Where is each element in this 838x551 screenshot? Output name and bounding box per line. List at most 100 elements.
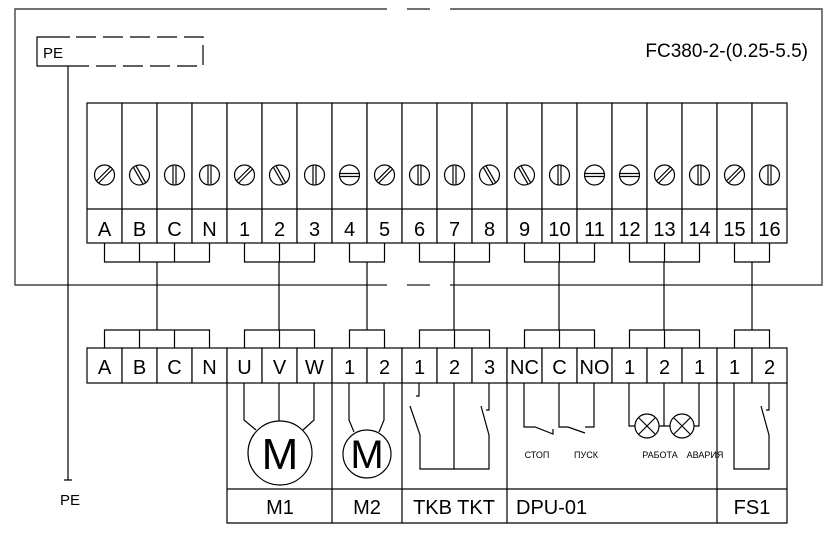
screw-icon[interactable] <box>650 161 678 189</box>
upper-terminal[interactable]: 6 <box>401 102 438 244</box>
lower-terminal[interactable]: NC <box>506 347 543 384</box>
lower-terminal[interactable]: B <box>121 347 158 384</box>
terminal-label: 6 <box>414 219 425 241</box>
terminal-label: 1 <box>344 357 355 379</box>
terminal-label: 8 <box>484 219 495 241</box>
terminal-cell <box>646 347 683 384</box>
screw-icon[interactable] <box>443 164 466 186</box>
screw-icon[interactable] <box>230 161 258 189</box>
terminal-label: N <box>202 219 216 241</box>
upper-terminal[interactable]: 1 <box>226 102 263 244</box>
screw-icon[interactable] <box>338 164 361 186</box>
device-panels: M1 M2 TKB TKT DPU-01 FS1 M M СТОП ПУСК Р… <box>226 383 788 524</box>
upper-terminal[interactable]: 11 <box>576 102 613 244</box>
terminal-label: 1 <box>729 357 740 379</box>
lower-terminal[interactable]: C <box>156 347 193 384</box>
lower-terminal[interactable]: 1 <box>681 347 718 384</box>
upper-terminal[interactable]: 8 <box>471 102 508 244</box>
terminal-label: 3 <box>484 357 495 379</box>
screw-icon[interactable] <box>266 161 293 188</box>
screw-icon[interactable] <box>476 161 503 188</box>
screw-icon[interactable] <box>618 164 641 186</box>
terminal-label: 14 <box>688 219 710 241</box>
screw-icon[interactable] <box>198 164 221 186</box>
terminal-label: B <box>133 219 146 241</box>
terminal-label: NO <box>580 357 610 379</box>
upper-terminal[interactable]: 9 <box>506 102 543 244</box>
screw-icon[interactable] <box>548 164 571 186</box>
lower-terminal[interactable]: U <box>226 347 263 384</box>
upper-terminal[interactable]: 12 <box>611 102 648 244</box>
lower-terminal[interactable]: C <box>541 347 578 384</box>
upper-terminal[interactable]: A <box>86 102 123 244</box>
terminal-cell <box>541 102 578 244</box>
screw-icon[interactable] <box>511 161 538 188</box>
upper-terminal[interactable]: 5 <box>366 102 403 244</box>
upper-terminal[interactable]: 13 <box>646 102 683 244</box>
screw-icon[interactable] <box>720 161 748 189</box>
lower-terminal[interactable]: N <box>191 347 228 384</box>
lower-terminal[interactable]: 1 <box>401 347 438 384</box>
lower-terminal[interactable]: NO <box>576 347 613 384</box>
upper-terminal[interactable]: 10 <box>541 102 578 244</box>
screw-icon[interactable] <box>163 164 186 186</box>
upper-terminal[interactable]: 14 <box>681 102 718 244</box>
terminal-cell <box>436 102 473 244</box>
lower-terminal[interactable]: A <box>86 347 123 384</box>
upper-terminal[interactable]: B <box>121 102 158 244</box>
device-label-fs1: FS1 <box>734 497 771 519</box>
terminal-label: 1 <box>239 219 250 241</box>
bus-connection <box>733 243 771 348</box>
lower-terminal[interactable]: V <box>261 347 298 384</box>
motor-m2-symbol: M <box>350 433 383 477</box>
terminal-label: C <box>167 357 181 379</box>
lower-terminal[interactable]: 2 <box>646 347 683 384</box>
lower-terminal[interactable]: 1 <box>331 347 368 384</box>
terminal-label: 7 <box>449 219 460 241</box>
terminal-label: N <box>202 357 216 379</box>
lower-terminal[interactable]: 3 <box>471 347 508 384</box>
screw-icon[interactable] <box>90 161 118 189</box>
lower-terminal[interactable]: 2 <box>751 347 788 384</box>
upper-terminal[interactable]: 7 <box>436 102 473 244</box>
lamp-fault-icon <box>669 413 695 439</box>
upper-terminal[interactable]: 3 <box>296 102 333 244</box>
terminal-label: 4 <box>344 219 355 241</box>
upper-terminal[interactable]: 4 <box>331 102 368 244</box>
terminal-cell <box>716 102 753 244</box>
terminal-cell <box>681 102 718 244</box>
screw-icon[interactable] <box>758 164 781 186</box>
lower-terminal[interactable]: 2 <box>366 347 403 384</box>
screw-icon[interactable] <box>126 161 153 188</box>
terminal-label: A <box>98 219 112 241</box>
screw-icon[interactable] <box>688 164 711 186</box>
lower-terminal[interactable]: 1 <box>716 347 753 384</box>
upper-terminal[interactable]: C <box>156 102 193 244</box>
bus-connection <box>523 243 596 348</box>
device-label-m1: M1 <box>266 497 294 519</box>
upper-terminal[interactable]: 2 <box>261 102 298 244</box>
lower-terminal[interactable]: 2 <box>436 347 473 384</box>
terminal-label: 12 <box>618 219 640 241</box>
bus-connection <box>628 243 701 348</box>
device-label-dpu: DPU-01 <box>516 497 587 519</box>
upper-terminal[interactable]: 16 <box>751 102 788 244</box>
pe-box: PE PE <box>36 36 204 509</box>
upper-terminal[interactable]: N <box>191 102 228 244</box>
screw-icon[interactable] <box>408 164 431 186</box>
lower-terminal[interactable]: W <box>296 347 333 384</box>
lower-terminal[interactable]: 1 <box>611 347 648 384</box>
terminal-label: B <box>133 357 146 379</box>
device-label-tkb-tkt: TKB TKT <box>413 497 495 519</box>
upper-terminal[interactable]: 15 <box>716 102 753 244</box>
dpu-buttons-icon <box>523 383 595 435</box>
screw-icon[interactable] <box>303 164 326 186</box>
device-label-m2: M2 <box>353 497 381 519</box>
motor-m1-symbol: M <box>262 430 299 479</box>
terminal-label: 15 <box>723 219 745 241</box>
screw-icon[interactable] <box>583 164 606 186</box>
screw-icon[interactable] <box>370 161 398 189</box>
terminal-label: 2 <box>449 357 460 379</box>
